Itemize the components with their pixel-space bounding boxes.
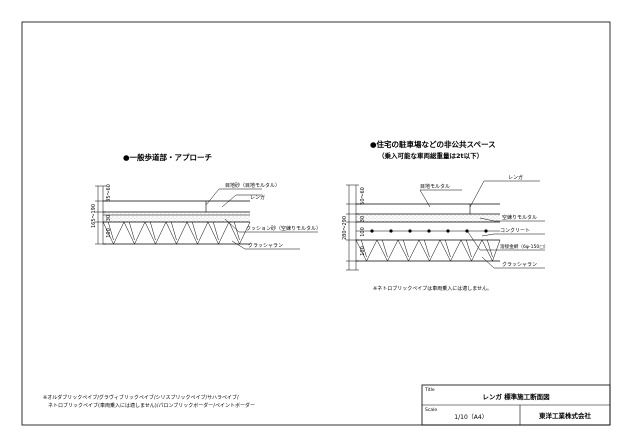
wire-mesh-bar [446,229,450,233]
wire-mesh-bar [370,229,374,233]
right-dim-brick: 50～60 [360,187,366,205]
left-label-joint-mortar: 目地砂（目地モルタル） [225,182,280,189]
scale-label: Scale [425,407,437,413]
right-dim-concrete: 100 [360,227,366,237]
wire-mesh-bar [465,229,469,233]
drawing-scale: 1/10（A4） [454,414,487,421]
footer-note: ※オルダブリックペイブ/グラヴィブリックペイブ/シリスブリックペイブ/サハラペイ… [43,394,255,409]
sheet-border [21,21,611,426]
footer-note-line-2: ネトロブリックペイブ(車両乗入には適しません)/パロンブリックボーダー/ペイント… [48,402,255,409]
left-dimension-lines [95,185,106,245]
right-wire-mesh [370,229,488,233]
right-label-joint-mortar: 目地モルタル [420,183,450,190]
right-section: ●住宅の駐車場などの非公共スペース （乗入可能な車両総重量は2t以下） [342,139,548,292]
left-dim-cushion: 30 [106,215,112,221]
right-mortar-layer [356,214,500,223]
right-label-dry-mortar: 空練りモルタル [502,214,537,221]
right-label-brick: レンガ [508,174,523,181]
right-brick-layer [356,203,500,215]
right-dimension-lines [346,184,359,271]
wire-mesh-bar [408,229,412,233]
right-section-subheading: （乗入可能な車両総重量は2t以下） [378,151,483,160]
left-dim-base: 100 [106,228,112,238]
right-label-crusher-run: クラッシャラン [502,262,537,268]
left-crusher-run-layer [102,221,251,245]
drawing-title: レンガ 標準施工断面図 [482,392,550,401]
right-concrete-layer [356,229,500,241]
left-cushion-layer [103,215,250,223]
left-section: ●一般歩道部・アプローチ 165～190 [91,152,321,250]
right-label-wire-mesh: 溶接金網（6φ-150□） [500,243,548,250]
right-crusher-run-layer [355,239,501,262]
company-name: 東洋工業株式会社 [539,411,592,420]
wire-mesh-bar [484,229,488,233]
left-brick-layer [103,200,250,216]
right-dim-base: 100 [360,246,366,256]
wire-mesh-bar [427,229,431,233]
left-dim-total: 165～190 [91,204,97,228]
left-section-heading: ●一般歩道部・アプローチ [123,152,212,162]
right-section-heading: ●住宅の駐車場などの非公共スペース [370,139,496,149]
right-dim-mortar: 30 [360,216,366,222]
right-section-note: ※ネトロブリックペイブは車両乗入には適しません。 [373,285,492,292]
right-dim-total: 280～290 [342,216,348,240]
left-label-cushion-sand: クッション砂（空練りモルタル） [246,225,321,232]
left-label-crusher-run: クラッシャラン [248,243,283,249]
left-leader-lines [205,188,318,250]
right-label-concrete: コンクリート [500,228,530,234]
title-label: Title [424,387,435,393]
left-dim-brick: 35～60 [106,184,112,202]
title-block: Title レンガ 標準施工断面図 Scale 1/10（A4） 東洋工業株式会… [421,384,611,426]
left-label-brick: レンガ [250,194,265,201]
right-leader-lines [419,180,545,269]
wire-mesh-bar [389,229,393,233]
footer-note-line-1: ※オルダブリックペイブ/グラヴィブリックペイブ/シリスブリックペイブ/サハラペイ… [43,394,239,401]
